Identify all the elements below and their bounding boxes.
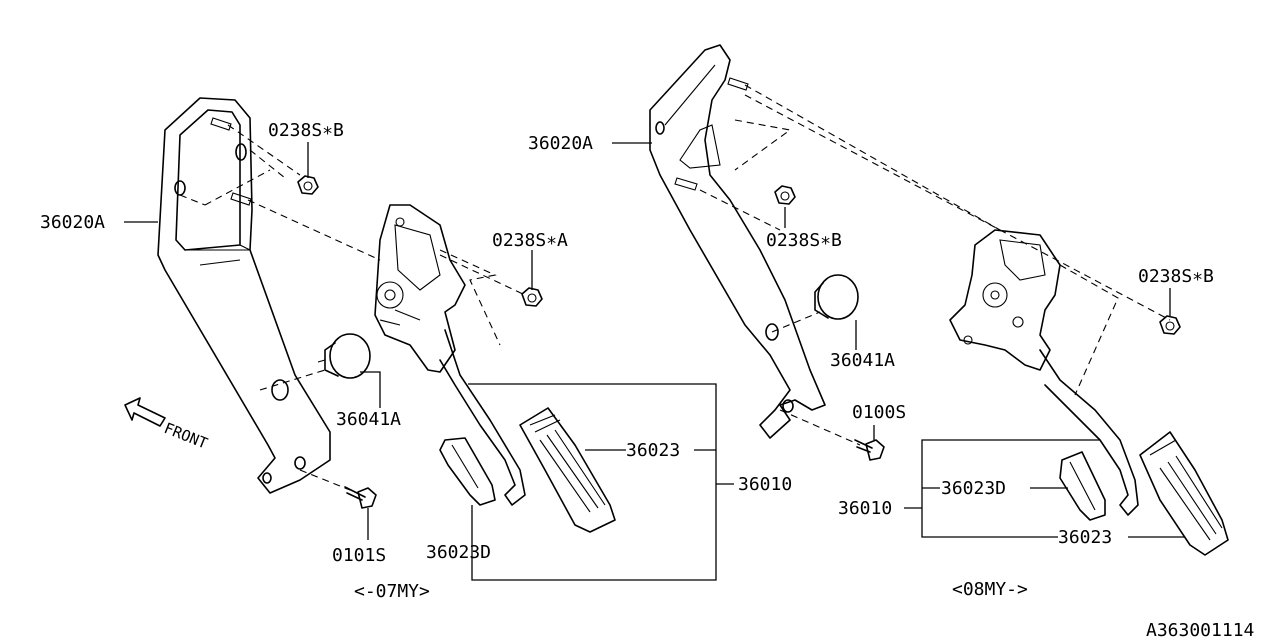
right-bracket bbox=[649, 44, 826, 439]
bolt-right bbox=[854, 439, 885, 461]
assy-right-box bbox=[904, 439, 1185, 538]
label-assy-left: 36010 bbox=[738, 474, 792, 495]
label-pad-right: 36023 bbox=[1058, 527, 1112, 548]
label-front: FRONT bbox=[162, 419, 211, 453]
label-nut-b-left: 0238S∗B bbox=[268, 120, 344, 141]
label-stopper-right: 36041A bbox=[830, 350, 895, 371]
label-nut-b-mid: 0238S∗B bbox=[766, 230, 842, 251]
label-bracket-left: 36020A bbox=[40, 212, 105, 233]
label-nut-a: 0238S∗A bbox=[492, 230, 568, 251]
label-pad-d-right: 36023D bbox=[941, 478, 1006, 499]
nut-b-mid bbox=[774, 185, 796, 205]
nut-b-right bbox=[1159, 315, 1181, 335]
left-pedal-module bbox=[374, 204, 526, 506]
pad-d-left-part bbox=[439, 437, 496, 506]
label-assy-right: 36010 bbox=[838, 498, 892, 519]
stopper-right bbox=[814, 274, 859, 320]
nut-b-left bbox=[297, 175, 319, 195]
label-nut-b-right: 0238S∗B bbox=[1138, 266, 1214, 287]
right-dashed-lines bbox=[699, 84, 1171, 446]
pad-d-right-part bbox=[1059, 451, 1106, 521]
label-stopper-left: 36041A bbox=[336, 409, 401, 430]
assy-left-box bbox=[468, 383, 734, 581]
label-bracket-right: 36020A bbox=[528, 133, 593, 154]
nut-a bbox=[521, 287, 543, 307]
pad-right-part bbox=[1139, 431, 1229, 556]
left-bracket bbox=[157, 97, 331, 494]
bolt-left bbox=[344, 486, 377, 509]
pad-left-part bbox=[519, 407, 616, 533]
left-dashed-lines bbox=[179, 124, 526, 491]
leader-lines bbox=[124, 142, 1171, 540]
front-arrow bbox=[124, 397, 166, 427]
label-bolt-right: 0100S bbox=[852, 402, 906, 423]
stopper-left bbox=[317, 333, 371, 379]
label-era-left: <-07MY> bbox=[354, 581, 430, 602]
label-era-right: <08MY-> bbox=[952, 579, 1028, 600]
label-pad-d-left: 36023D bbox=[426, 542, 491, 563]
label-bolt-left: 0101S bbox=[332, 545, 386, 566]
right-pedal-module bbox=[949, 229, 1139, 516]
label-pad-left: 36023 bbox=[626, 440, 680, 461]
label-diagram-id: A363001114 bbox=[1146, 620, 1254, 640]
